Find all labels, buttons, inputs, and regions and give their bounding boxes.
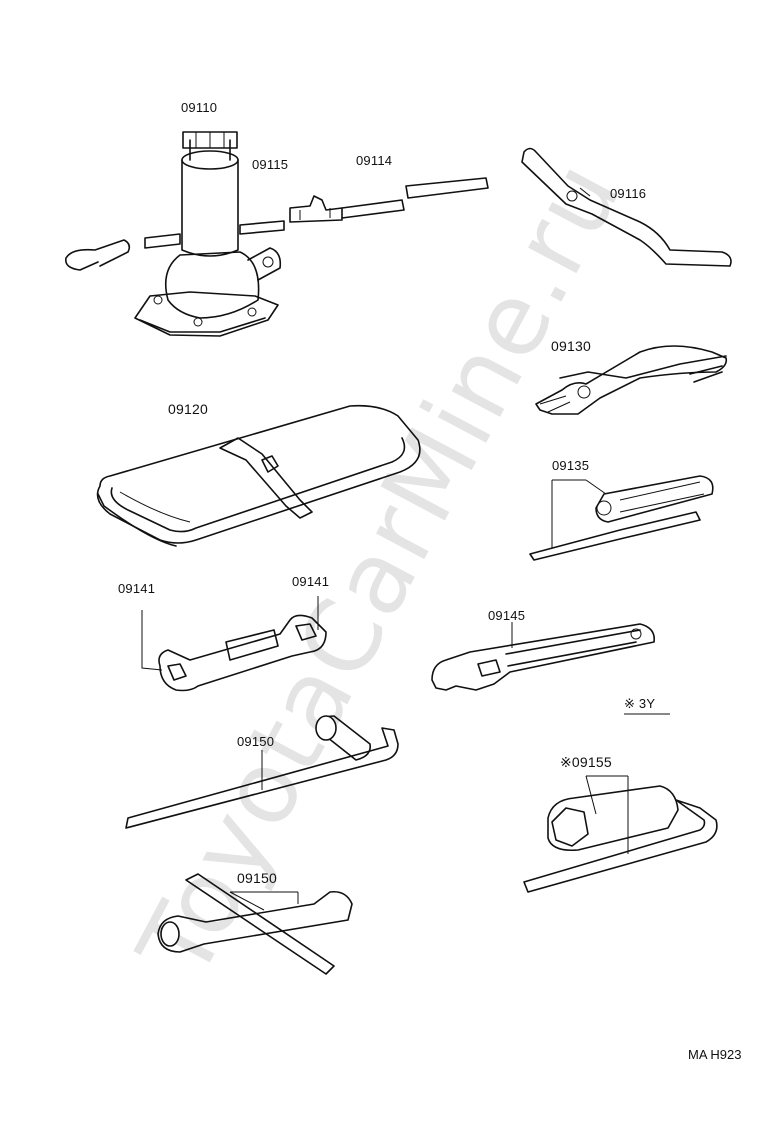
diagram-code: MA H923 [688,1047,742,1062]
part-label-open-end-wrench-2: 09141 [292,574,330,589]
jack-handle-ext-drawing [144,220,285,249]
part-label-plug-wrench: ※09155 [560,754,612,770]
part-label-jack-handle-ext: 09115 [252,157,289,172]
hook-drawing [64,239,131,271]
screwdriver-drawing [529,475,714,561]
tool-bag-drawing [96,404,421,547]
hub-nut-wrench-drawing [521,147,732,267]
part-label-jack-handle: 09114 [356,153,393,168]
part-label-hub-nut-wrench: 09116 [610,186,647,201]
plug-wrench-drawing [523,775,718,893]
jack-handle-drawing [289,177,489,223]
pliers-drawing [535,345,728,415]
part-label-adjustable-wrench: 09145 [488,608,526,623]
adjustable-wrench-drawing [431,622,656,691]
part-label-jack: 09110 [181,100,218,115]
wheel-nut-wrench-drawing [125,715,399,829]
part-label-wheel-nut-wrench-alt: 09150 [237,870,277,886]
part-label-screwdriver: 09135 [552,458,590,473]
note-3y: ※ 3Y [624,696,656,711]
wheel-nut-wrench-alt-drawing [157,873,353,975]
jack-drawing [134,131,282,337]
part-label-wheel-nut-wrench: 09150 [237,734,275,749]
part-label-tool-bag: 09120 [168,401,208,417]
open-end-wrench-drawing [141,596,327,692]
part-label-pliers: 09130 [551,338,591,354]
part-label-open-end-wrench-1: 09141 [118,581,156,596]
